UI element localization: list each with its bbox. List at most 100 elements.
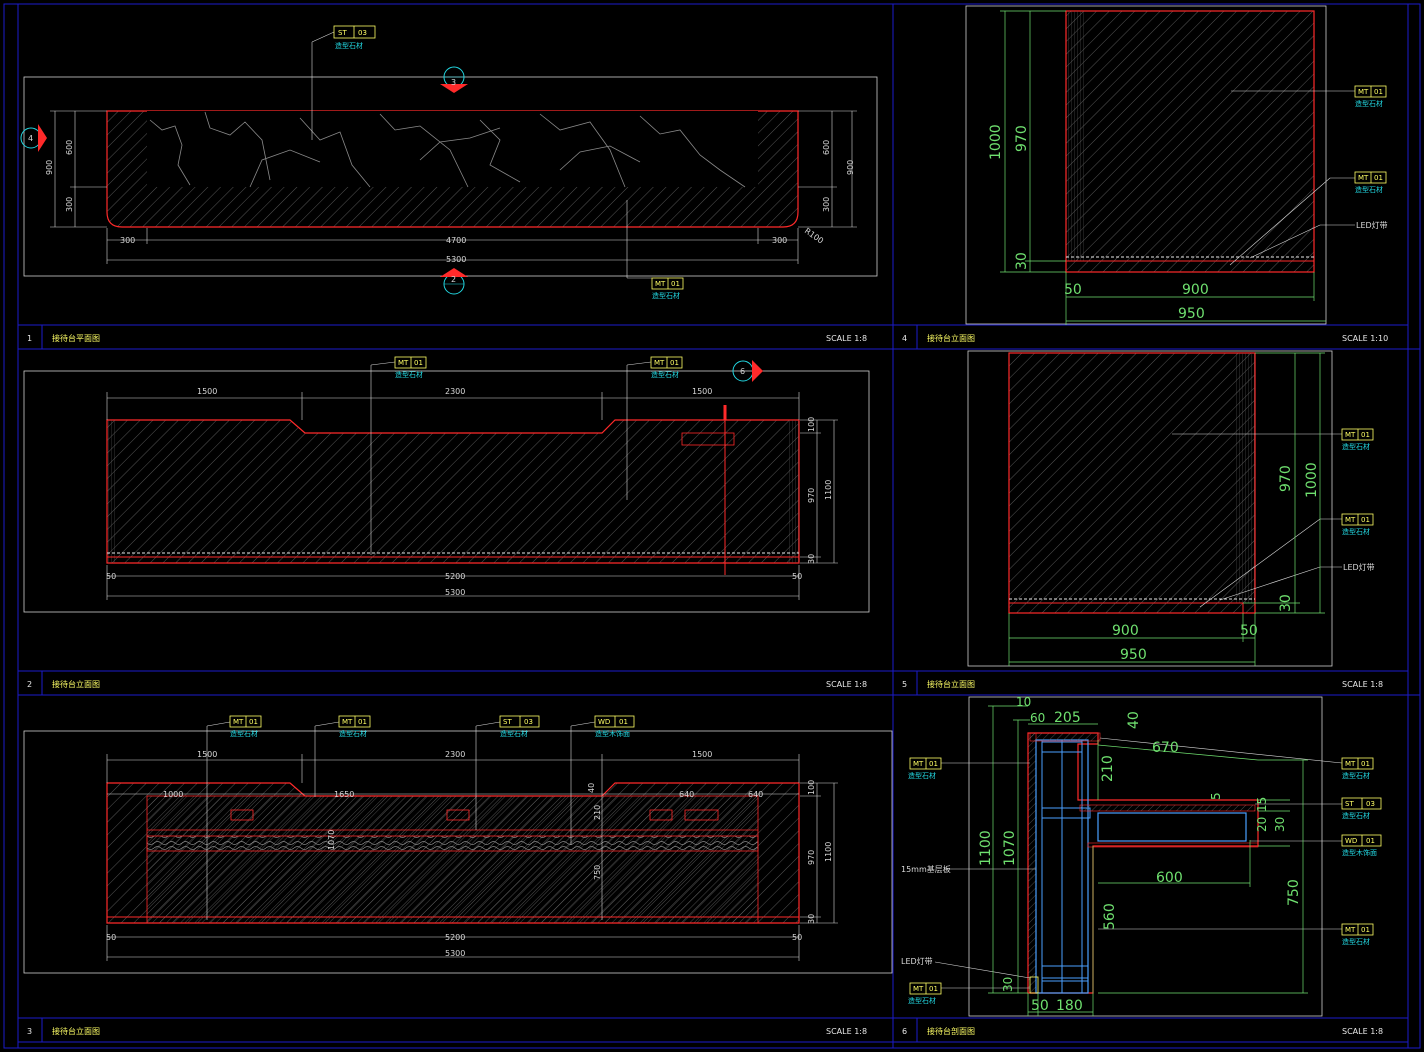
section6-dim-r: 10 (1016, 695, 1031, 709)
panel-6-number: 6 (902, 1027, 907, 1036)
section6-dim-m: 560 (1102, 903, 1118, 930)
elev4-tag-1-code: MT (1358, 88, 1369, 96)
plan-dim-left-bot: 300 (65, 197, 74, 212)
panel-2-elevation: 6 MT 01 造型石材 MT 01 造型石材 (23, 356, 870, 613)
panel-4-title: 接待台立面图 (927, 333, 975, 343)
panel-1-number: 1 (27, 334, 32, 343)
elev3-dim-d5: 5300 (445, 949, 465, 958)
section6-dimensions (988, 705, 1308, 1016)
plan-dim-seg2: 4700 (446, 236, 466, 245)
section6-dim-d: 670 (1152, 740, 1179, 756)
elev5-dim-h1: 970 (1278, 465, 1294, 492)
elev4-dim-h2: 970 (1014, 125, 1030, 152)
plan-tag-st03: ST 03 造型石材 (311, 25, 376, 140)
panel-2-scale: SCALE 1:8 (826, 680, 867, 689)
sheet-frame (3, 3, 1421, 1049)
section6-tag-3-note: 造型石材 (1342, 811, 1370, 820)
title-bar-1: 1 接待台平面图 SCALE 1:8 (27, 333, 867, 343)
panel-3-title: 接待台立面图 (52, 1026, 100, 1036)
plan-tag-st03-num: 03 (358, 29, 367, 37)
title-bar-4: 4 接待台立面图 SCALE 1:10 (902, 333, 1388, 343)
elev3-tag-2: MT 01 造型石材 (314, 715, 371, 797)
section6-tag-5-note: 造型石材 (1342, 937, 1370, 946)
section6-led-label: LED灯带 (901, 956, 933, 966)
section6-dim-n: 750 (1286, 879, 1302, 906)
elev3-dimensions (106, 754, 838, 961)
section6-tag-6-note: 造型石材 (908, 996, 936, 1005)
elev5-tag-1-num: 01 (1361, 431, 1370, 439)
plan-tag-st03-code: ST (338, 29, 347, 37)
panel-1-title: 接待台平面图 (52, 333, 100, 343)
elev5-tag-2-note: 造型石材 (1342, 527, 1370, 536)
elev3-tag-3-note: 造型石材 (500, 729, 528, 738)
elev5-led-label: LED灯带 (1343, 562, 1375, 572)
elev3-dim-h4: 30 (807, 914, 816, 924)
elev5-tag-1: MT 01 造型石材 (1172, 428, 1374, 451)
elev2-tag-1: MT 01 造型石材 (370, 356, 427, 555)
section6-tag-2-code: MT (1345, 760, 1356, 768)
elev5-viewport-frame (967, 350, 1333, 667)
panel-4-number: 4 (902, 334, 907, 343)
section6-dim-h: 20 (1255, 817, 1269, 832)
elev4-dim-w1: 50 (1064, 282, 1082, 298)
elev5-dim-h3: 30 (1278, 594, 1294, 612)
section6-dim-a: 60 (1030, 711, 1045, 725)
elev3-tag-3: ST 03 造型石材 (475, 715, 540, 830)
elev3-tag-1-code: MT (233, 718, 244, 726)
elev4-dim-w2: 900 (1182, 282, 1209, 298)
panel-2-number: 2 (27, 680, 32, 689)
panel-6-section: MT 01 造型石材 MT 01 造型石材 15mm基层板 LED灯带 MT 0… (901, 695, 1382, 1017)
elev3-tag-1-note: 造型石材 (230, 729, 258, 738)
section6-board-label: 15mm基层板 (901, 864, 951, 874)
section6-tag-6-code: MT (913, 985, 924, 993)
elev2-tag-1-note: 造型石材 (395, 370, 423, 379)
section6-tag-5: MT 01 造型石材 (1098, 923, 1374, 946)
panel-1-plan: ST 03 造型石材 MT 01 造型石材 3 2 (20, 25, 878, 300)
section6-board-note: 15mm基层板 (901, 864, 1036, 874)
plan-tag-mt01-code: MT (655, 280, 666, 288)
elev3-tag-4-code: WD (598, 718, 610, 726)
plan-dim-left-top: 600 (65, 140, 74, 155)
section-mark-6-label: 6 (740, 367, 745, 376)
section6-tag-1-num: 01 (929, 760, 938, 768)
section-mark-bottom-label: 2 (451, 275, 456, 284)
panel-3-number: 3 (27, 1027, 32, 1036)
panel-3-scale: SCALE 1:8 (826, 1027, 867, 1036)
elev2-dimensions (106, 392, 838, 600)
elev3-tag-2-code: MT (342, 718, 353, 726)
elev2-dim-h1: 100 (807, 417, 816, 432)
elev5-tag-1-note: 造型石材 (1342, 442, 1370, 451)
section-mark-left: 4 (20, 124, 47, 152)
title-bar-5: 5 接待台立面图 SCALE 1:8 (902, 679, 1383, 689)
elev4-dim-w3: 950 (1178, 306, 1205, 322)
elev3-tag-2-num: 01 (358, 718, 367, 726)
elev3-dim-h1: 100 (807, 780, 816, 795)
elev3-dim-d4: 5200 (445, 933, 465, 942)
elev3-dim-s1: 50 (106, 933, 116, 942)
elev2-counter-outline (106, 419, 800, 564)
elev3-dim-v1: 40 (587, 783, 596, 793)
elev2-tag-1-code: MT (398, 359, 409, 367)
panel-4-scale: SCALE 1:10 (1342, 334, 1388, 343)
section6-dim-e: 210 (1100, 755, 1116, 782)
elev3-dim-v4: 1070 (327, 830, 336, 850)
elev3-tag-4: WD 01 造型木饰面 (570, 715, 635, 845)
section6-tag-6-num: 01 (929, 985, 938, 993)
section6-dim-c: 40 (1126, 711, 1142, 729)
panel-3-elevation: MT 01 造型石材 MT 01 造型石材 ST 03 造型石材 (23, 715, 893, 974)
section6-tag-4-note: 造型木饰面 (1342, 848, 1377, 857)
elev5-dim-w3: 950 (1120, 647, 1147, 663)
plan-dim-right-total: 900 (846, 160, 855, 175)
section6-dim-l: 1070 (1002, 830, 1018, 866)
elev2-tag-1-num: 01 (414, 359, 423, 367)
section6-led-note: LED灯带 (901, 956, 1031, 979)
elev3-dim-d2: 2300 (445, 750, 465, 759)
section6-tag-2-note: 造型石材 (1342, 771, 1370, 780)
plan-stone-inlay (147, 111, 758, 187)
plan-dim-seg3: 300 (772, 236, 787, 245)
elev4-tag-1: MT 01 造型石材 (1231, 85, 1387, 108)
elev4-tag-1-num: 01 (1374, 88, 1383, 96)
elev3-tag-2-note: 造型石材 (339, 729, 367, 738)
panel-5-scale: SCALE 1:8 (1342, 680, 1383, 689)
section6-dim-q: 180 (1056, 998, 1083, 1014)
